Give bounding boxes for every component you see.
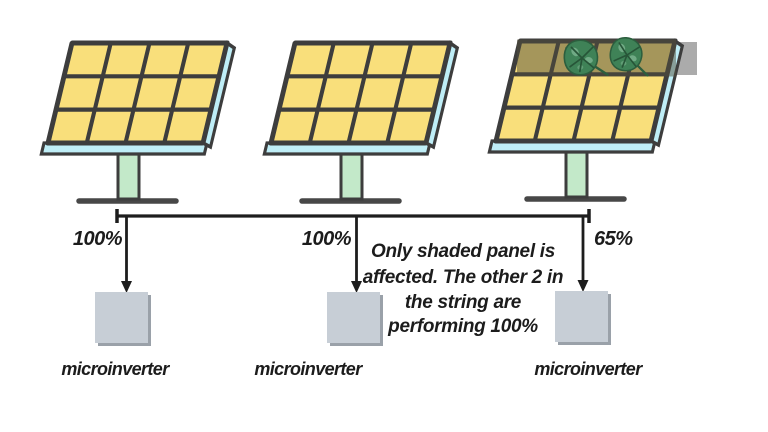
microinverter-box-1 [95, 292, 151, 346]
solar-panel-1 [41, 43, 235, 201]
arrowhead-icon [351, 281, 362, 293]
microinverter-label-1: microinverter [61, 359, 170, 379]
arrow-down-2 [351, 216, 362, 293]
note-line-2: affected. The other 2 in [363, 267, 563, 288]
panel-2-output-label: 100% [302, 228, 352, 250]
microinverter-box-3 [555, 291, 611, 345]
microinverter-box-2 [327, 292, 383, 346]
microinverter-label-3: microinverter [534, 359, 643, 379]
note-line-4: performing 100% [387, 316, 538, 337]
arrowhead-icon [121, 281, 132, 293]
panel-1-output-label: 100% [73, 228, 123, 250]
note-line-3: the string are [405, 292, 522, 313]
arrow-down-1 [121, 216, 132, 293]
panel-3-output-label: 65% [594, 228, 633, 250]
note-line-1: Only shaded panel is [371, 241, 555, 262]
arrowhead-icon [577, 280, 589, 292]
shading-note: Only shaded panel is affected. The other… [363, 241, 564, 337]
microinverter-label-2: microinverter [254, 359, 363, 379]
arrow-down-3 [577, 216, 589, 292]
solar-panel-2 [264, 43, 458, 201]
